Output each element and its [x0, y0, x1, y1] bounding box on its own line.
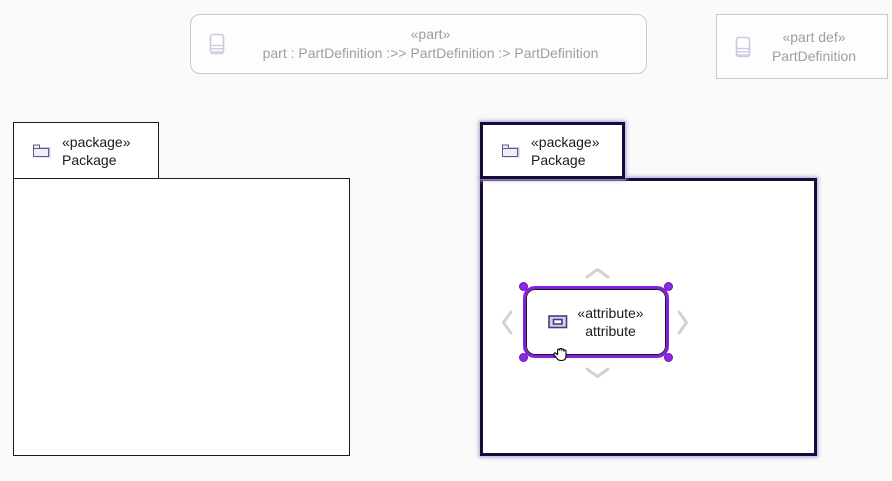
resize-handle-ne[interactable]	[664, 282, 673, 291]
folder-icon	[32, 143, 52, 159]
arrow-down-icon[interactable]	[584, 366, 611, 380]
node-label: Package	[531, 151, 586, 168]
node-label: part : PartDefinition :>> PartDefinition…	[262, 45, 599, 61]
node-stereotype: «package»	[531, 133, 600, 150]
node-package-left-tab[interactable]: «package» Package	[13, 122, 159, 179]
node-part-definition-preview[interactable]: «part def» PartDefinition	[716, 14, 888, 79]
node-label: Package	[62, 151, 117, 168]
folder-icon	[501, 143, 521, 159]
node-attribute[interactable]: «attribute» attribute	[523, 286, 669, 358]
node-stereotype: «package»	[62, 133, 131, 150]
resize-handle-nw[interactable]	[519, 282, 528, 291]
node-stereotype: «part def»	[782, 28, 846, 45]
arrow-left-icon[interactable]	[500, 309, 514, 336]
node-stereotype: «attribute»	[577, 305, 644, 321]
part-compartments-icon	[209, 33, 225, 55]
arrow-right-icon[interactable]	[676, 309, 690, 336]
node-stereotype: «part»	[410, 26, 451, 42]
node-package-right-tab[interactable]: «package» Package	[480, 122, 625, 179]
grab-cursor-icon	[550, 343, 571, 362]
node-package-left-body[interactable]	[13, 178, 350, 456]
resize-handle-se[interactable]	[664, 353, 673, 362]
node-part-usage-preview[interactable]: «part» part : PartDefinition :>> PartDef…	[190, 14, 647, 74]
node-label: attribute	[585, 323, 636, 339]
attribute-slot-icon	[548, 315, 568, 329]
resize-handle-sw[interactable]	[519, 353, 528, 362]
part-def-compartments-icon	[735, 36, 751, 58]
node-label: PartDefinition	[771, 47, 857, 64]
arrow-up-icon[interactable]	[584, 266, 611, 280]
